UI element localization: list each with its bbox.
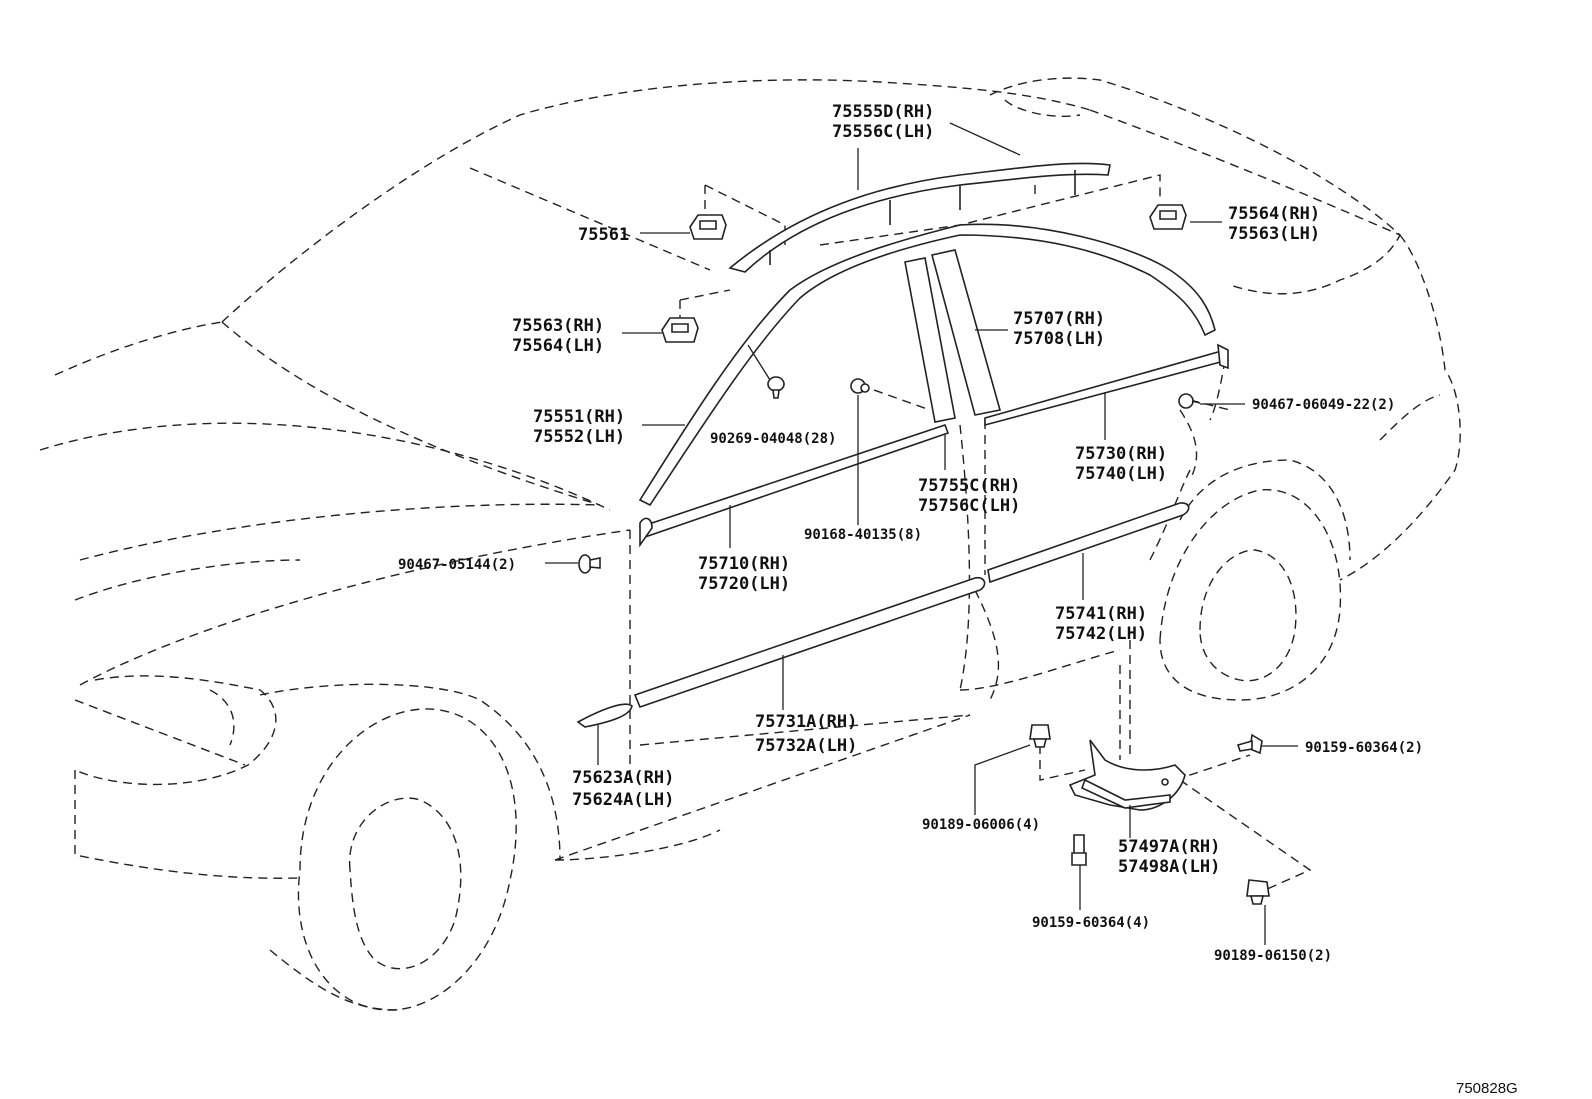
label-75730: 75730(RH)75740(LH): [1075, 444, 1167, 484]
label-75564: 75564(RH)75563(LH): [1228, 204, 1320, 244]
label-90269: 90269-04048(28): [710, 431, 836, 447]
label-75563: 75563(RH)75564(LH): [512, 316, 604, 356]
pillar-garnish-front: [904, 257, 956, 423]
clip-90467-06049: [1178, 393, 1201, 409]
label-75707: 75707(RH)75708(LH): [1013, 309, 1105, 349]
clip-90467-05144: [578, 554, 601, 574]
label-75555: 75555D(RH)75556C(LH): [832, 102, 934, 142]
label-57497: 57497A(RH)57498A(LH): [1118, 837, 1220, 877]
fasteners: [578, 204, 1270, 905]
pillar-garnish-rear: [931, 249, 1002, 416]
label-75623: 75623A(RH)75624A(LH): [572, 768, 674, 810]
clip-75563: [661, 317, 699, 343]
roof-moulding: [728, 162, 1111, 273]
clip-90189-06150: [1246, 879, 1270, 905]
car-body-outline: [39, 77, 1461, 1011]
diagram-code: 750828G: [1456, 1080, 1518, 1097]
mouldings: [576, 162, 1230, 728]
windshield-moulding: [638, 223, 1216, 507]
clip-90168: [850, 378, 870, 394]
label-75731: 75731A(RH)75732A(LH): [755, 712, 857, 756]
clip-75561: [689, 214, 727, 240]
side-moulding-front: [633, 576, 986, 709]
clip-75564: [1149, 204, 1187, 230]
bolt-90159-bottom: [1071, 834, 1087, 866]
label-90159-right: 90159-60364(2): [1305, 740, 1423, 756]
label-90467-05144: 90467-05144(2): [398, 557, 516, 573]
label-90467-06049: 90467-06049-22(2): [1252, 397, 1395, 413]
clip-90269: [767, 376, 785, 399]
bracket-57497: [1068, 739, 1186, 811]
label-75741: 75741(RH)75742(LH): [1055, 604, 1147, 644]
label-75551: 75551(RH)75552(LH): [533, 407, 625, 447]
fender-moulding: [576, 703, 633, 728]
label-75755: 75755C(RH)75756C(LH): [918, 476, 1020, 516]
belt-moulding-rear: [984, 349, 1230, 427]
side-moulding-rear: [987, 502, 1190, 584]
clip-90189-06006: [1029, 724, 1051, 748]
part-labels: 75555D(RH)75556C(LH) 75561 75564(RH)7556…: [398, 102, 1518, 1097]
leader-lines: [545, 122, 1298, 945]
label-90189-06006: 90189-06006(4): [922, 817, 1040, 833]
bolt-90159-right: [1236, 733, 1263, 755]
label-75561: 75561: [578, 225, 629, 245]
label-90189-06150: 90189-06150(2): [1214, 948, 1332, 964]
label-75710: 75710(RH)75720(LH): [698, 554, 790, 594]
label-90168: 90168-40135(8): [804, 527, 922, 543]
label-90159-bottom: 90159-60364(4): [1032, 915, 1150, 931]
